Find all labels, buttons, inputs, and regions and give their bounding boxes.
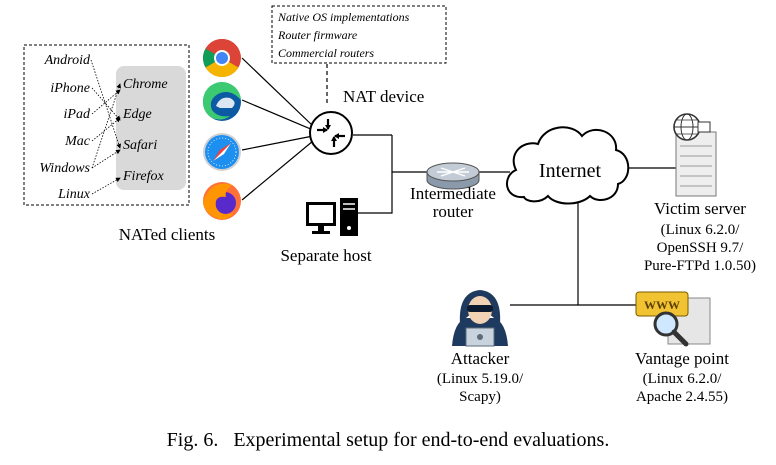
nated-clients-label: NATed clients [119, 225, 216, 244]
os-windows: Windows [39, 161, 90, 176]
hacker-icon [452, 290, 508, 347]
victim-server-ssh: OpenSSH 9.7/ [657, 240, 745, 256]
clients-box: Android iPhone iPad Mac Windows Linux Ch… [23, 44, 190, 206]
nat-impl-native-os: Native OS implementations [277, 10, 410, 24]
browser-safari-label: Safari [123, 138, 157, 153]
vantage-point-icon: WWW [635, 291, 711, 347]
browser-chrome-label: Chrome [123, 77, 168, 92]
chrome-icon [203, 39, 241, 77]
internet-label: Internet [539, 160, 602, 182]
nat-impl-router-firmware: Router firmware [277, 28, 358, 42]
intermediate-router-label-2: router [433, 202, 474, 221]
connection-lines [241, 57, 676, 306]
os-android: Android [44, 53, 91, 68]
attacker-os: (Linux 5.19.0/ [437, 371, 524, 387]
browser-firefox-label: Firefox [122, 169, 164, 184]
router-icon [426, 162, 480, 190]
os-linux: Linux [57, 187, 91, 202]
nat-device-icon [309, 111, 353, 155]
nat-implementations-box: Native OS implementations Router firmwar… [271, 5, 447, 64]
victim-server-title: Victim server [654, 199, 746, 218]
victim-server-ftp: Pure-FTPd 1.0.50) [644, 258, 756, 274]
intermediate-router-label-1: Intermediate [410, 184, 496, 203]
attacker-tool: Scapy) [459, 389, 501, 405]
safari-icon [203, 133, 241, 171]
victim-server-os: (Linux 6.2.0/ [661, 222, 741, 238]
server-icon [673, 113, 717, 197]
vantage-point-web: Apache 2.4.55) [636, 389, 728, 405]
os-ipad: iPad [64, 107, 91, 122]
attacker-title: Attacker [451, 349, 510, 368]
computer-icon [306, 198, 358, 236]
www-label: WWW [644, 298, 680, 312]
figure-caption: Fig. 6. Experimental setup for end-to-en… [167, 429, 610, 451]
vantage-point-os: (Linux 6.2.0/ [643, 371, 723, 387]
firefox-icon [203, 182, 241, 220]
browser-edge-label: Edge [122, 107, 152, 122]
os-iphone: iPhone [50, 81, 90, 96]
vantage-point-title: Vantage point [635, 349, 729, 368]
internet-cloud-icon [506, 126, 630, 205]
magnifier-icon [653, 311, 679, 337]
os-mac: Mac [64, 134, 91, 149]
browser-list-background [116, 66, 186, 190]
edge-icon [202, 81, 241, 121]
nat-device-label: NAT device [343, 87, 424, 106]
os-browser-arrows [90, 59, 122, 195]
nat-impl-commercial-routers: Commercial routers [278, 46, 374, 60]
separate-host-label: Separate host [280, 246, 371, 265]
